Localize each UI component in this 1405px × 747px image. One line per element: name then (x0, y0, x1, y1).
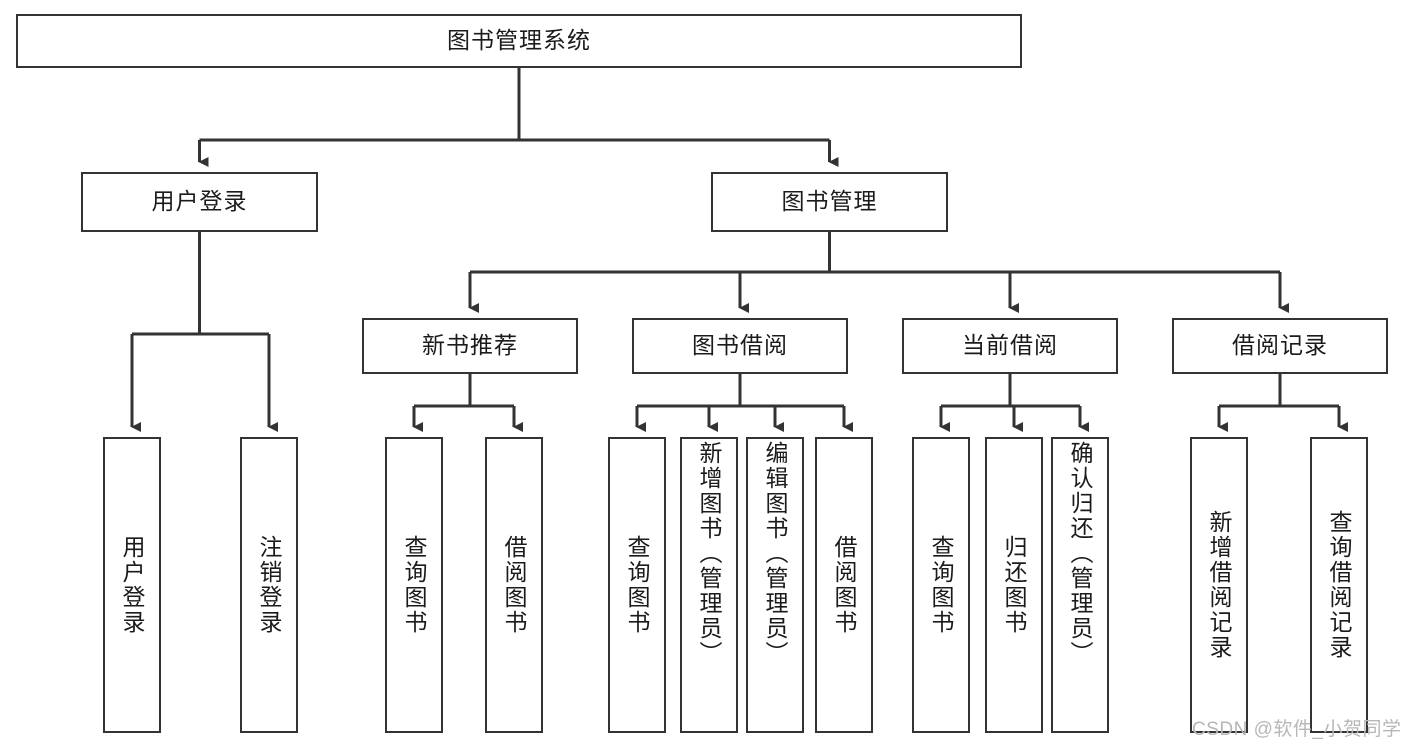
node-label: 查询图书 (928, 535, 955, 635)
node-label: 新增借阅记录 (1206, 510, 1233, 660)
node-leaf-add-book[interactable]: 新增图书（管理员） (680, 437, 738, 733)
node-label: 归还图书 (1001, 535, 1028, 635)
node-new-book-rec[interactable]: 新书推荐 (362, 318, 578, 374)
node-leaf-borrow-book-1[interactable]: 借阅图书 (485, 437, 543, 733)
node-book-borrow[interactable]: 图书借阅 (632, 318, 848, 374)
node-leaf-query-book-1[interactable]: 查询图书 (385, 437, 443, 733)
node-label: 当前借阅 (962, 332, 1058, 359)
node-user-login[interactable]: 用户登录 (81, 172, 318, 232)
node-leaf-user-logout[interactable]: 注销登录 (240, 437, 298, 733)
node-label: 用户登录 (119, 535, 146, 635)
node-label: 注销登录 (256, 535, 283, 635)
node-leaf-query-book-2[interactable]: 查询图书 (608, 437, 666, 733)
node-leaf-query-record[interactable]: 查询借阅记录 (1310, 437, 1368, 733)
node-leaf-add-record[interactable]: 新增借阅记录 (1190, 437, 1248, 733)
node-borrow-record[interactable]: 借阅记录 (1172, 318, 1388, 374)
node-current-borrow[interactable]: 当前借阅 (902, 318, 1118, 374)
node-label: 图书管理系统 (447, 27, 591, 54)
node-label: 新增图书（管理员） (696, 441, 723, 666)
node-label: 图书借阅 (692, 332, 788, 359)
node-label: 新书推荐 (422, 332, 518, 359)
node-label: 查询图书 (401, 535, 428, 635)
node-leaf-confirm-return[interactable]: 确认归还（管理员） (1051, 437, 1109, 733)
node-label: 编辑图书（管理员） (762, 441, 789, 666)
node-label: 查询借阅记录 (1326, 510, 1353, 660)
node-root[interactable]: 图书管理系统 (16, 14, 1022, 68)
node-leaf-edit-book[interactable]: 编辑图书（管理员） (746, 437, 804, 733)
node-leaf-query-book-3[interactable]: 查询图书 (912, 437, 970, 733)
node-label: 用户登录 (151, 188, 248, 215)
node-label: 借阅记录 (1232, 332, 1328, 359)
node-leaf-user-login[interactable]: 用户登录 (103, 437, 161, 733)
node-label: 图书管理 (781, 188, 878, 215)
csdn-watermark: CSDN @软件_小贺同学 (1192, 719, 1402, 740)
node-label: 借阅图书 (831, 535, 858, 635)
node-label: 确认归还（管理员） (1067, 441, 1094, 666)
node-book-manage[interactable]: 图书管理 (711, 172, 948, 232)
node-label: 查询图书 (624, 535, 651, 635)
node-leaf-return-book[interactable]: 归还图书 (985, 437, 1043, 733)
node-label: 借阅图书 (501, 535, 528, 635)
node-leaf-borrow-book-2[interactable]: 借阅图书 (815, 437, 873, 733)
